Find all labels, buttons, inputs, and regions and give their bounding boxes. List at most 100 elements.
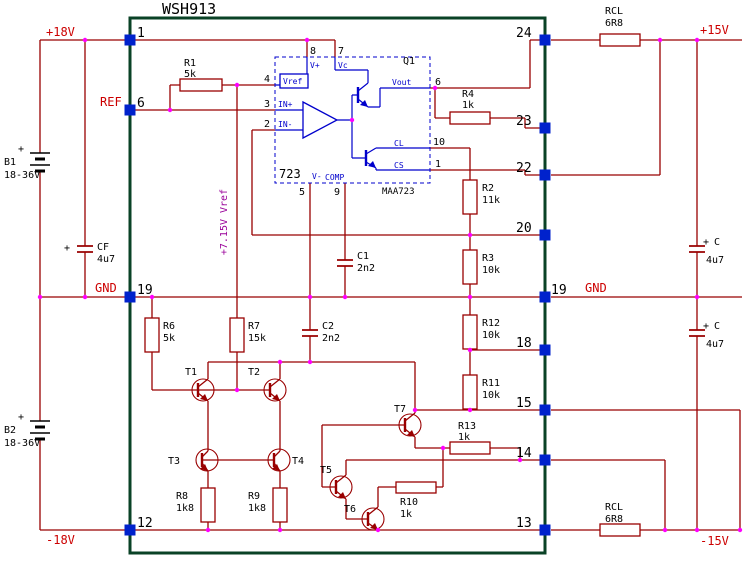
resistor-r2 [462,179,478,215]
pad-pin-18 [539,344,551,356]
junction-dot [149,294,155,300]
ic723-part-number: MAA723 [382,187,415,197]
pin-number-24: 24 [516,26,532,41]
ic723-label-vout: Vout [392,78,411,87]
r7-name: R7 [248,321,260,332]
c2-name: C2 [322,321,334,332]
pin-number-14: 14 [516,446,532,461]
resistor-bodies [144,33,641,537]
battery-b2-value: 18-36V [4,438,40,449]
pad-pin-1 [124,34,136,46]
r3-value: 10k [482,265,500,276]
q1-upper-emitter-arrow [360,100,368,107]
junction-dot [412,407,418,413]
t4-label: T4 [292,456,304,467]
junction-dot [694,527,700,533]
transistor-bars [196,383,407,526]
rcl-bottom-value: 6R8 [605,514,623,525]
r1-value: 5k [184,69,196,80]
r12-value: 10k [482,330,500,341]
battery-b1-plus: + [18,144,24,155]
junction-dot [82,294,88,300]
transistor-t7-circle [398,413,422,437]
c-top-value: 4u7 [706,255,724,266]
resistor-r3 [462,249,478,285]
ic-transistor-bars [356,87,368,166]
ic723-vref-block-label: Vref [283,77,302,86]
transistor-t1-circle [191,378,215,402]
module-outline [128,16,547,555]
pad-pin-19-left [124,291,136,303]
resistor-r4 [449,111,491,125]
resistor-r1 [179,78,223,92]
t3-emitter-arrow [200,464,208,471]
r6-name: R6 [163,321,175,332]
r6-value: 5k [163,333,175,344]
t1-emitter-arrow [200,394,208,401]
resistor-r11 [462,374,478,410]
battery-b2-plus: + [18,412,24,423]
pad-pin-22 [539,169,551,181]
t5-label: T5 [320,465,332,476]
ic723-label-vminus: V- [312,172,322,181]
opamp-triangle [302,100,339,140]
junction-dot [234,82,240,88]
ic723-label-in-minus: IN- [278,120,292,129]
junction-dot [375,527,381,533]
c-bottom-value: 4u7 [706,339,724,350]
pin-number-22: 22 [516,161,532,176]
rail-label-minus15v: -15V [700,534,729,548]
pin-number-18: 18 [516,336,532,351]
rail-label-ref: REF [100,95,122,109]
r12-name: R12 [482,318,500,329]
r7-value: 15k [248,333,266,344]
junction-dot [82,37,88,43]
vref-voltage-note: +7.15V Vref [219,189,230,255]
transistor-t4-circle [267,448,291,472]
q1-lower-emitter-arrow [368,161,376,168]
battery-long-plates [30,152,50,434]
pin-number-6: 6 [137,96,145,111]
rail-label-minus18v: -18V [46,533,75,547]
c-bottom-plus: + [703,321,709,332]
cf-value: 4u7 [97,254,115,265]
resistor-r13 [449,441,491,455]
pad-pin-19-right [539,291,551,303]
rcl-top-name: RCL [605,6,623,17]
battery-short-plates [35,157,45,441]
capacitor-plates [77,245,705,337]
resistor-rcl-bottom [599,523,641,537]
junction-dot [467,232,473,238]
ic723-pin-1: 1 [435,159,441,170]
pin-number-1: 1 [137,26,145,41]
pad-pin-15 [539,404,551,416]
pin-number-19-left: 19 [137,283,153,298]
r2-name: R2 [482,183,494,194]
junction-dots [37,37,743,533]
r4-name: R4 [462,89,474,100]
t1-label: T1 [185,367,197,378]
pin-number-20: 20 [516,221,532,236]
ic723-pin-7: 7 [338,46,344,57]
pad-pin-24 [539,34,551,46]
ic723-pin-4: 4 [264,74,270,85]
t4-emitter-arrow [272,464,280,471]
junction-dot [234,387,240,393]
r10-value: 1k [400,509,412,520]
r9-value: 1k8 [248,503,266,514]
ic723-name: 723 [279,167,301,181]
ic723-outline [274,56,431,184]
resistor-r10 [395,481,437,494]
t3-label: T3 [168,456,180,467]
ic723-pin-2: 2 [264,119,270,130]
pad-pin-6 [124,104,136,116]
junction-dot [467,294,473,300]
resistor-r12 [462,314,478,350]
ic723-pin-10: 10 [433,137,445,148]
c-top-plus: + [703,237,709,248]
r3-name: R3 [482,253,494,264]
pin-number-19-right: 19 [551,283,567,298]
r13-name: R13 [458,421,476,432]
r8-name: R8 [176,491,188,502]
pin-number-12: 12 [137,516,153,531]
